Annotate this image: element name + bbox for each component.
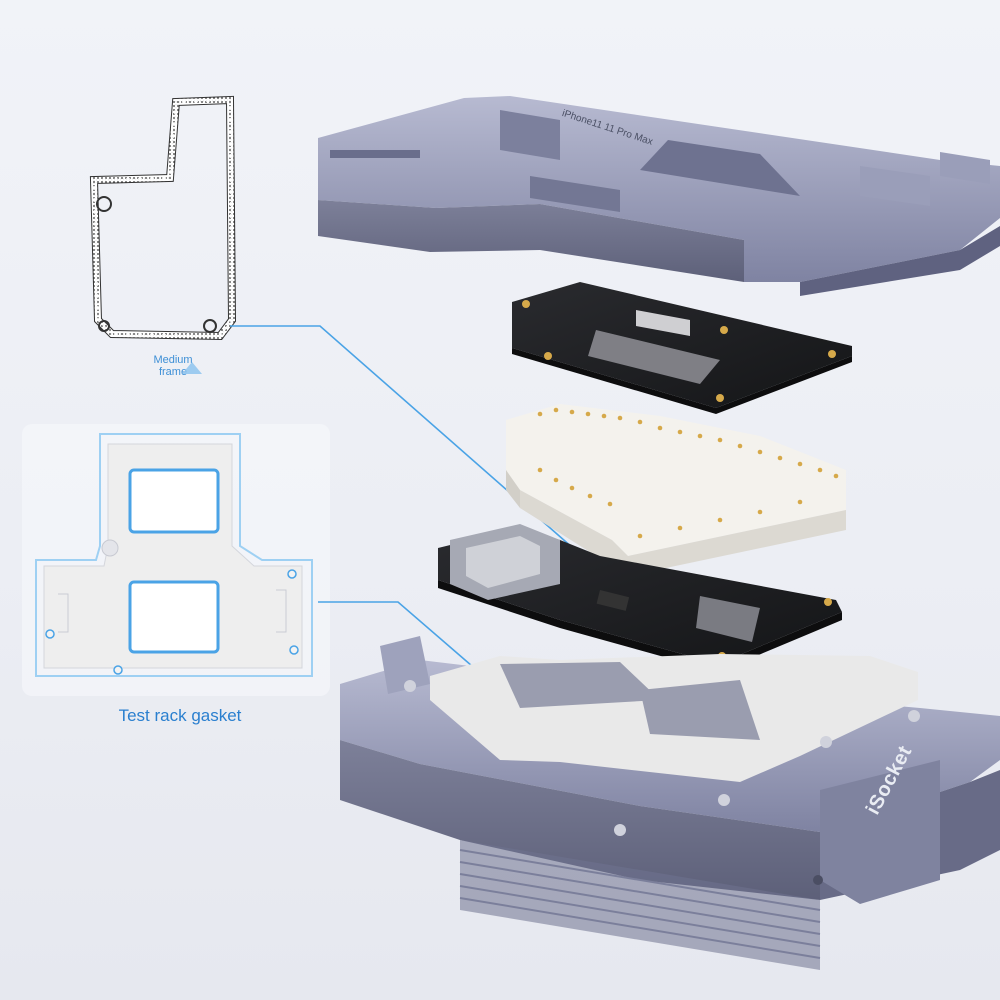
base-test-fixture (340, 636, 1000, 970)
test-rack-gasket-card (22, 424, 330, 696)
top-aluminum-frame (318, 96, 1000, 296)
medium-frame-label: Medium frame (138, 354, 208, 378)
medium-frame-outline (89, 95, 237, 341)
triangle-marker-icon (182, 362, 202, 374)
upper-pcb (512, 282, 852, 414)
callout-lines (230, 325, 599, 667)
lower-pcb (438, 524, 842, 672)
test-rack-gasket-label: Test rack gasket (118, 706, 242, 725)
interposer-block (506, 404, 846, 576)
